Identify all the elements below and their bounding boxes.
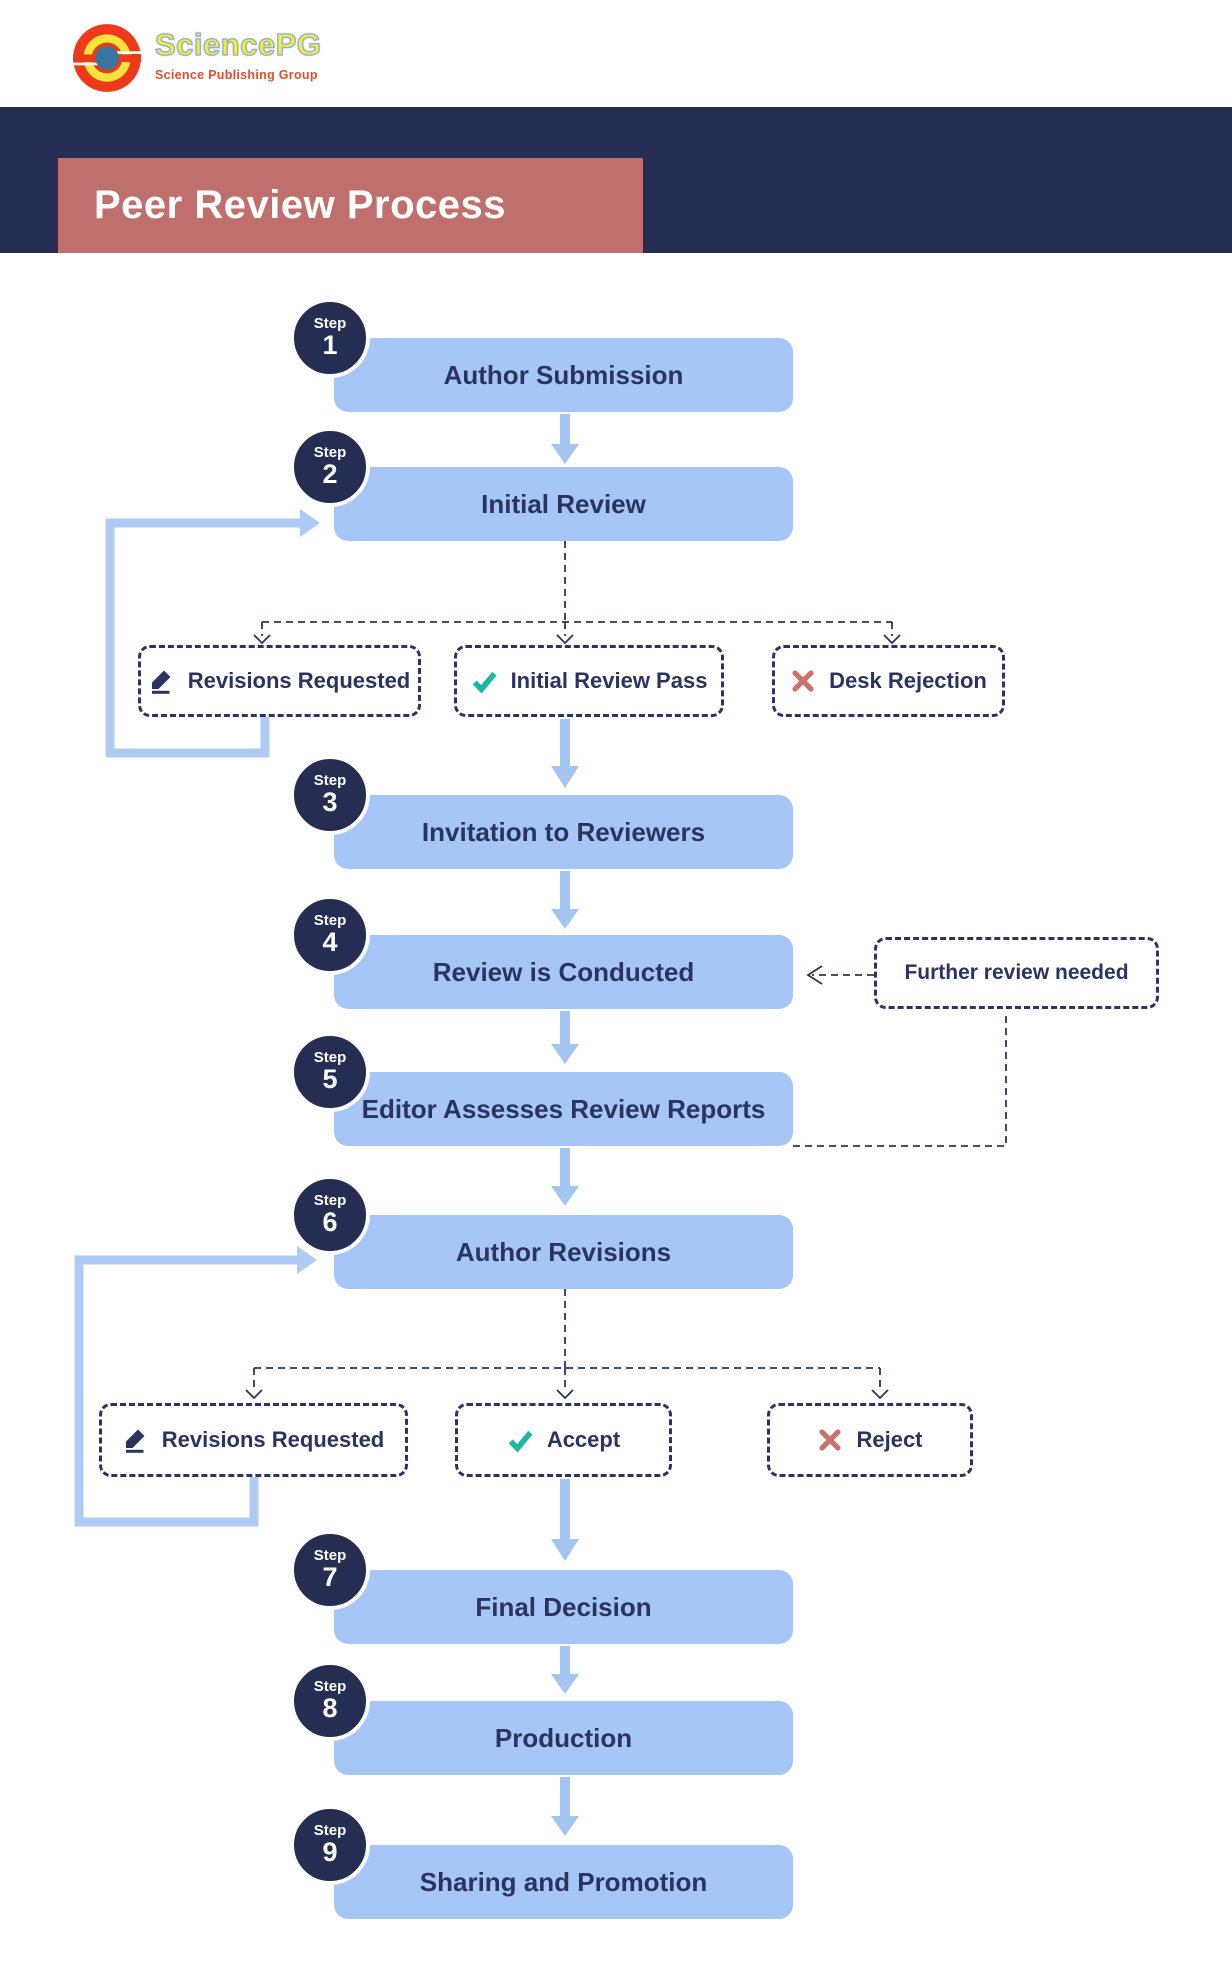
loop-arrow-initial-review	[105, 509, 320, 758]
step-badge-6: Step 6	[290, 1175, 370, 1255]
flow-box-label: Review is Conducted	[432, 956, 695, 987]
step-badge-9: Step 9	[290, 1805, 370, 1885]
title-box: Peer Review Process	[58, 158, 643, 253]
sciencepg-logo: SciencePG Science Publishing Group	[70, 21, 322, 95]
flow-box-author-revisions: Author Revisions	[334, 1215, 793, 1289]
flow-box-author-submission: Author Submission	[334, 338, 793, 412]
step-number: 1	[322, 329, 338, 360]
x-icon	[817, 1427, 843, 1453]
step-badge-2: Step 2	[290, 427, 370, 507]
page-title: Peer Review Process	[94, 183, 506, 227]
step-word: Step	[313, 314, 347, 332]
pencil-icon	[149, 668, 175, 694]
step-number: 2	[322, 458, 338, 489]
flow-box-invitation-to-reviewers: Invitation to Reviewers	[334, 795, 793, 869]
outcome-label: Revisions Requested	[187, 668, 411, 693]
check-icon	[507, 1427, 534, 1454]
dashed-further-review-connectors	[793, 965, 1007, 1147]
step-number: 7	[322, 1561, 338, 1592]
sciencepg-logo-icon	[73, 24, 141, 92]
step-word: Step	[313, 443, 347, 461]
flow-box-label: Author Revisions	[455, 1236, 672, 1267]
flow-box-label: Author Submission	[443, 359, 684, 390]
step-number: 4	[322, 926, 338, 957]
x-icon	[790, 668, 816, 694]
flow-box-review-is-conducted: Review is Conducted	[334, 935, 793, 1009]
step-badge-7: Step 7	[290, 1530, 370, 1610]
step-number: 6	[322, 1206, 338, 1237]
flow-box-label: Sharing and Promotion	[419, 1866, 708, 1897]
step-word: Step	[313, 1191, 347, 1209]
outcome-revisions-requested-1: Revisions Requested	[138, 645, 421, 717]
note-further-review-needed: Further review needed	[874, 937, 1159, 1009]
loop-arrow-author-revisions	[74, 1246, 317, 1527]
outcome-revisions-requested-2: Revisions Requested	[99, 1403, 408, 1477]
outcome-accept: Accept	[455, 1403, 672, 1477]
dashed-split-initial-review	[253, 541, 901, 645]
outcome-reject: Reject	[767, 1403, 973, 1477]
pencil-icon	[123, 1427, 149, 1453]
step-word: Step	[313, 911, 347, 929]
step-number: 3	[322, 786, 338, 817]
outcome-desk-rejection: Desk Rejection	[772, 645, 1005, 717]
brand-tagline: Science Publishing Group	[155, 67, 318, 82]
outcome-label: Accept	[546, 1427, 621, 1452]
outcome-label: Desk Rejection	[829, 668, 987, 693]
flow-box-label: Initial Review	[481, 488, 646, 519]
outcome-label: Revisions Requested	[161, 1427, 385, 1452]
flow-box-initial-review: Initial Review	[334, 467, 793, 541]
logo-text: SciencePG Science Publishing Group	[154, 27, 322, 82]
step-number: 9	[322, 1836, 338, 1867]
flow-box-label: Final Decision	[475, 1591, 652, 1622]
flow-box-production: Production	[334, 1701, 793, 1775]
note-label: Further review needed	[904, 961, 1129, 984]
step-number: 5	[322, 1063, 338, 1094]
flow-box-final-decision: Final Decision	[334, 1570, 793, 1644]
flow-arrows	[551, 414, 579, 1836]
check-icon	[471, 668, 498, 695]
outcome-label: Initial Review Pass	[510, 668, 708, 693]
step-badge-4: Step 4	[290, 895, 370, 975]
outcome-label: Reject	[856, 1427, 923, 1452]
step-word: Step	[313, 1821, 347, 1839]
flow-box-sharing-and-promotion: Sharing and Promotion	[334, 1845, 793, 1919]
flow-box-label: Editor Assesses Review Reports	[361, 1093, 766, 1124]
flow-box-editor-assesses-review-reports: Editor Assesses Review Reports	[334, 1072, 793, 1146]
step-word: Step	[313, 1677, 347, 1695]
flow-box-label: Production	[494, 1722, 633, 1753]
step-badge-8: Step 8	[290, 1661, 370, 1741]
step-badge-5: Step 5	[290, 1032, 370, 1112]
step-word: Step	[313, 771, 347, 789]
step-word: Step	[313, 1546, 347, 1564]
step-badge-1: Step 1	[290, 298, 370, 378]
flow-box-label: Invitation to Reviewers	[421, 816, 706, 847]
top-bar: SciencePG Science Publishing Group	[0, 0, 1232, 107]
step-badge-3: Step 3	[290, 755, 370, 835]
outcome-initial-review-pass: Initial Review Pass	[454, 645, 724, 717]
brand-name: SciencePG	[154, 27, 322, 62]
step-word: Step	[313, 1048, 347, 1066]
dashed-split-author-revisions	[245, 1289, 889, 1400]
step-number: 8	[322, 1692, 338, 1723]
